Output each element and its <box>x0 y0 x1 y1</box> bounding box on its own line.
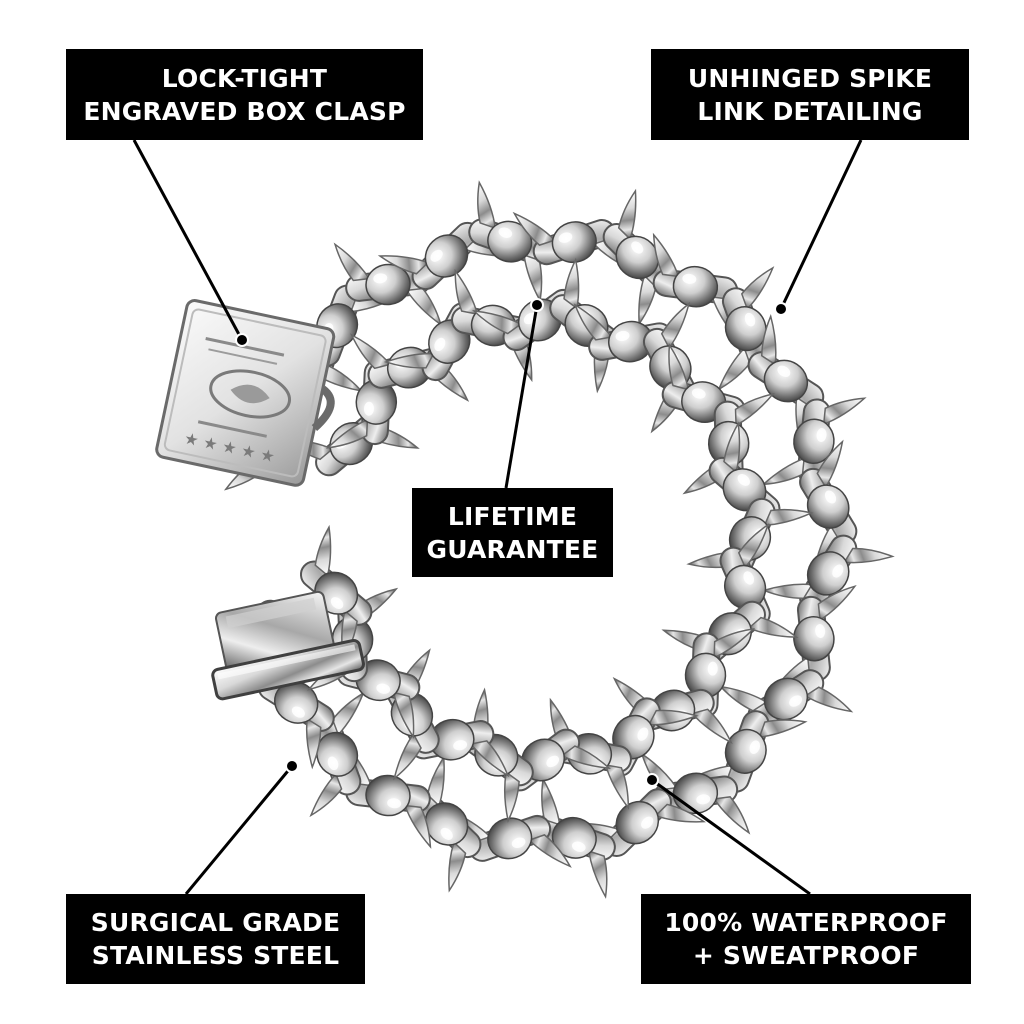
callout-spike: UNHINGED SPIKE LINK DETAILING <box>651 49 969 140</box>
callout-water-line2: + SWEATPROOF <box>692 941 920 970</box>
callout-leader-lines <box>132 139 863 896</box>
spike-link <box>799 439 858 574</box>
spike-link <box>377 221 516 291</box>
callout-spike-line2: LINK DETAILING <box>697 96 923 126</box>
clasp-leader-line <box>132 139 244 341</box>
water-leader-line <box>651 778 811 896</box>
spike-link <box>299 524 373 662</box>
callout-steel-line1: SURGICAL GRADE <box>90 908 341 937</box>
callout-lifetime-line2: GUARANTEE <box>426 534 599 564</box>
callout-anchor-dots <box>235 298 788 787</box>
callout-steel-line2: STAINLESS STEEL <box>91 941 340 970</box>
callout-spike-line1: UNHINGED SPIKE <box>687 63 933 93</box>
spike-link <box>771 584 857 693</box>
lifetime-anchor-dot <box>530 298 544 312</box>
callout-steel: SURGICAL GRADE STAINLESS STEEL <box>66 894 365 984</box>
callout-clasp-line2: ENGRAVED BOX CLASP <box>83 96 406 126</box>
steel-anchor-dot <box>285 759 299 773</box>
callout-lifetime-line1: LIFETIME <box>447 501 578 531</box>
callout-lifetime: LIFETIME GUARANTEE <box>412 488 613 577</box>
lifetime-leader-line <box>504 304 539 489</box>
engraved-box-clasp-icon: ★ ★ ★ ★ ★ <box>155 299 336 487</box>
callout-water: 100% WATERPROOF + SWEATPROOF <box>641 894 971 984</box>
steel-leader-line <box>184 765 294 895</box>
callout-clasp-line1: LOCK-TIGHT <box>161 63 328 93</box>
water-anchor-dot <box>645 773 659 787</box>
spike-link <box>532 776 616 899</box>
clasp-anchor-dot <box>235 333 249 347</box>
spike-link <box>718 669 854 729</box>
spike-link <box>761 534 895 613</box>
spike-leader-line <box>779 139 863 310</box>
spike-link <box>468 180 552 304</box>
spike-link <box>761 397 867 486</box>
callout-water-line1: 100% WATERPROOF <box>664 908 948 937</box>
spike-link <box>309 691 365 818</box>
spike-link <box>683 710 808 793</box>
spike-link <box>411 755 482 893</box>
box-clasp-tongue-icon <box>211 590 365 701</box>
spike-anchor-dot <box>774 302 788 316</box>
callout-clasp: LOCK-TIGHT ENGRAVED BOX CLASP <box>66 49 423 140</box>
spike-link <box>717 266 775 392</box>
spike-link <box>640 752 751 835</box>
